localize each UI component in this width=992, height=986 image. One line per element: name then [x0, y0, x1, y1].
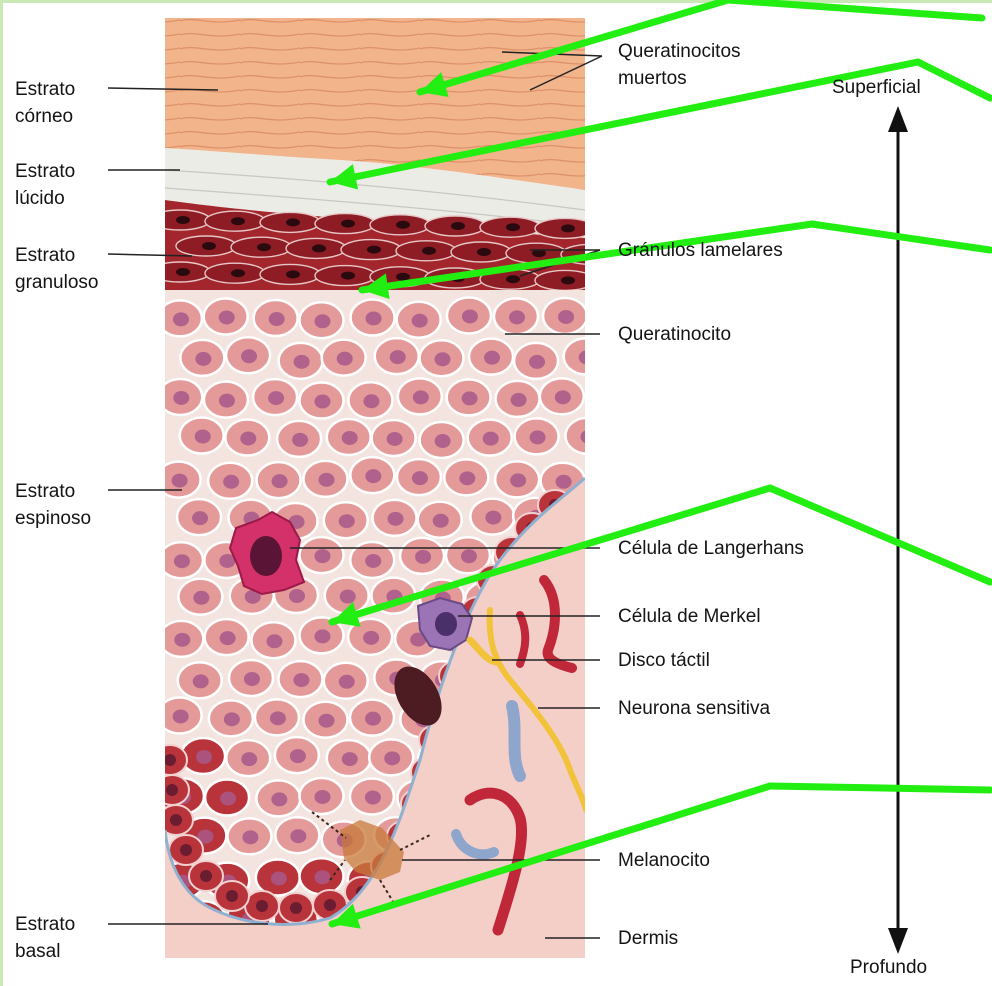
tissue-block	[150, 18, 621, 979]
label-profundo: Profundo	[850, 954, 927, 981]
label-granulos-lamelares: Gránulos lamelares	[618, 237, 783, 264]
spinous-cell	[564, 338, 608, 374]
spinous-cell	[565, 418, 609, 454]
label-queratinocito: Queratinocito	[618, 321, 731, 348]
label-superficial: Superficial	[832, 74, 921, 101]
label-celula-langerhans: Célula de Langerhans	[618, 535, 804, 562]
green-arrow-tail	[918, 62, 990, 98]
label-melanocito: Melanocito	[618, 847, 710, 874]
label-disco-tactil: Disco táctil	[618, 647, 710, 674]
label-celula-merkel: Célula de Merkel	[618, 603, 761, 630]
green-arrow-tail	[812, 224, 990, 250]
green-arrow-tail	[728, 0, 982, 18]
green-arrow-tail	[770, 786, 990, 790]
label-neurona-sensitiva: Neurona sensitiva	[618, 695, 770, 722]
label-dermis: Dermis	[618, 925, 678, 952]
